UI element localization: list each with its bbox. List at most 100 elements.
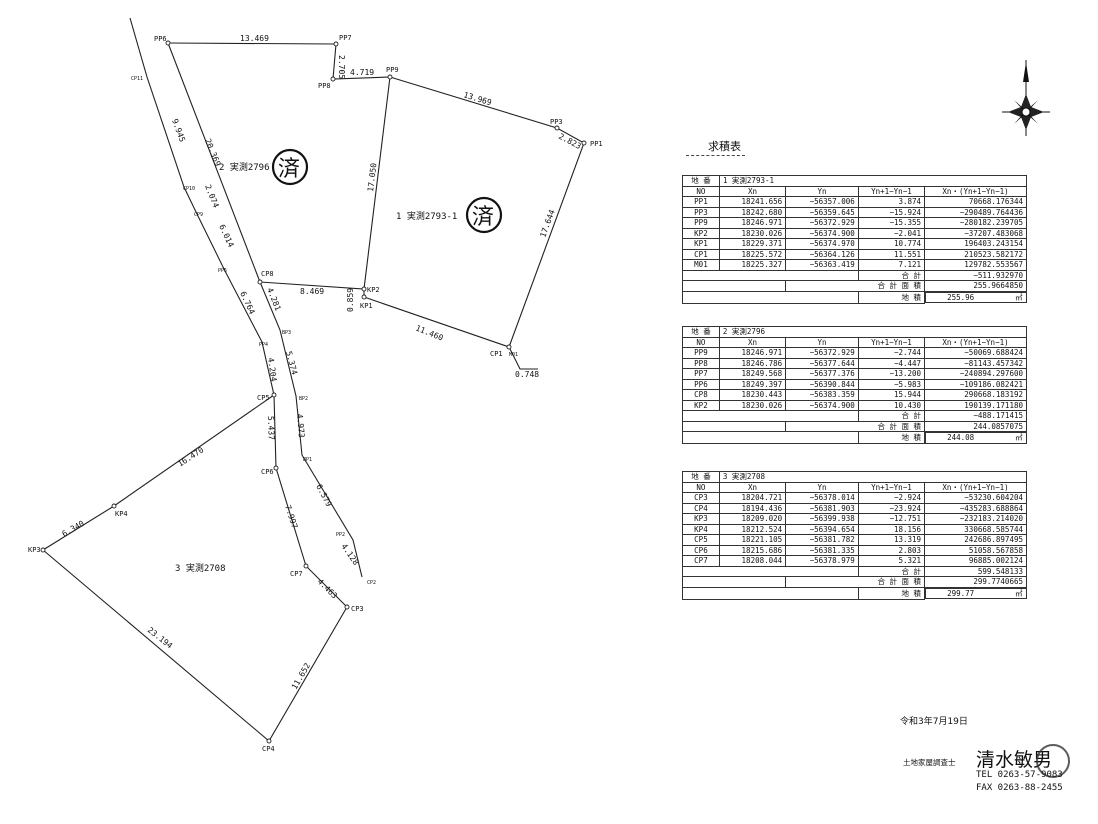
table-cell: 18242.680	[718, 206, 787, 218]
sum-value: −511.932970	[924, 269, 1027, 281]
table-cell: −232183.214020	[924, 513, 1027, 525]
table-cell: 18246.971	[718, 347, 787, 359]
surveyor-name: 清水敏男	[976, 749, 1053, 771]
point-label: CP4	[262, 745, 275, 753]
column-header: Xn・(Yn+1−Yn−1)	[924, 185, 1027, 197]
table-cell: 2.803	[857, 544, 926, 556]
blank	[682, 290, 859, 304]
table-cell: −56377.376	[785, 368, 859, 380]
column-header: Yn+1−Yn−1	[857, 185, 926, 197]
table-cell: −50069.688424	[924, 347, 1027, 359]
svg-text:済: 済	[472, 205, 494, 230]
date: 令和3年7月19日	[900, 717, 968, 727]
table-cell: PP6	[682, 378, 720, 390]
table-cell: −56359.645	[785, 206, 859, 218]
area-value: 255.9664850	[924, 280, 1027, 292]
column-header: Xn	[718, 185, 787, 197]
svg-text:6.579: 6.579	[314, 483, 333, 509]
table-cell: −56383.359	[785, 389, 859, 401]
point-label: KP3	[28, 546, 41, 554]
svg-text:8.469: 8.469	[300, 287, 324, 296]
svg-text:6.340: 6.340	[61, 519, 87, 539]
point-label: PP7	[339, 34, 352, 42]
table-cell: 18215.686	[718, 544, 787, 556]
point-label: CP8	[261, 270, 274, 278]
point-label: PP3	[550, 118, 563, 126]
table-cell: 96885.002124	[924, 555, 1027, 567]
table-cell: 190139.171180	[924, 399, 1027, 411]
table-cell: −56399.938	[785, 513, 859, 525]
table-cell: 51058.567858	[924, 544, 1027, 556]
table-cell: 18230.026	[718, 227, 787, 239]
area-value: 244.0857075	[924, 420, 1027, 432]
sum-value: −488.171415	[924, 410, 1027, 422]
table-cell: 196403.243154	[924, 238, 1027, 250]
table-cell: M01	[682, 259, 720, 271]
svg-text:13.969: 13.969	[462, 90, 492, 107]
lot-label: 地 番	[682, 471, 720, 483]
completed-stamp: 済	[465, 196, 503, 234]
table-cell: −81143.457342	[924, 357, 1027, 369]
sum-label: 合 計	[857, 565, 926, 577]
sum-value: 599.548133	[924, 565, 1027, 577]
table-cell: 18225.327	[718, 259, 787, 271]
land-label: 地 積	[857, 586, 926, 600]
column-header: NO	[682, 336, 720, 348]
table-cell: PP1	[682, 196, 720, 208]
surveyor-seal	[1036, 744, 1070, 778]
lot-label: 地 番	[682, 175, 720, 187]
point-label: KP1	[360, 302, 373, 310]
table-cell: 70668.176344	[924, 196, 1027, 208]
column-header: Yn	[785, 336, 859, 348]
point-label: PP5	[218, 268, 227, 274]
table-cell: CP3	[682, 492, 720, 504]
table-cell: 18246.971	[718, 217, 787, 229]
table-cell: 18212.524	[718, 523, 787, 535]
svg-text:6.014: 6.014	[217, 223, 235, 249]
point-label: BP2	[299, 396, 308, 402]
table-cell: −56372.929	[785, 347, 859, 359]
svg-text:4.973: 4.973	[295, 413, 306, 438]
table-cell: 18230.026	[718, 399, 787, 411]
lot-value: 3 実測2708	[718, 471, 1028, 483]
blank	[682, 586, 859, 600]
table-cell: −56374.970	[785, 238, 859, 250]
sum-row: 合 計−511.932970	[682, 269, 1027, 281]
table-cell: −37207.483068	[924, 227, 1027, 239]
area-label: 合 計 面 積	[785, 420, 926, 432]
table-cell: 3.874	[857, 196, 926, 208]
table-cell: 18208.044	[718, 555, 787, 567]
table-cell: 18.156	[857, 523, 926, 535]
table-cell: 18209.020	[718, 513, 787, 525]
point-label: CP9	[194, 212, 203, 218]
svg-text:17.050: 17.050	[366, 162, 378, 192]
table-cell: −15.355	[857, 217, 926, 229]
svg-text:5.437: 5.437	[266, 416, 276, 441]
point-label: BP1	[303, 457, 312, 463]
table-cell: −56363.419	[785, 259, 859, 271]
point-label: PP4	[259, 342, 268, 348]
svg-text:23.194: 23.194	[146, 625, 174, 650]
unit: ㎡	[1015, 433, 1023, 442]
point-label: BP3	[282, 330, 291, 336]
column-header: Yn	[785, 185, 859, 197]
table-cell: −56378.014	[785, 492, 859, 504]
